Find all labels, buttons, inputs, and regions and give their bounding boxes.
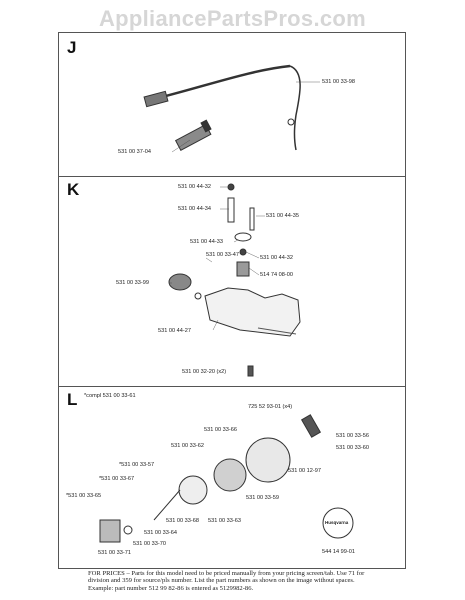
throttle-cable-left: [149, 64, 291, 102]
cap-seal: [194, 292, 202, 300]
grommet: [234, 232, 252, 242]
husqvarna-badge-ring: [322, 507, 354, 539]
part-number-label: 531 00 33-56: [336, 433, 369, 439]
starter-housing: [245, 437, 291, 483]
part-number-label: 531 00 33-99: [116, 280, 149, 286]
starter-spring: [213, 458, 247, 492]
part-number-label: 531 00 33-68: [166, 518, 199, 524]
cable-clip: [287, 118, 295, 126]
part-number-label: *531 00 33-65: [66, 493, 102, 499]
section-letter-l: L: [67, 390, 78, 409]
throttle-cable-right: [289, 65, 301, 151]
part-number-label: 531 00 33-71: [98, 550, 131, 556]
part-number-label: 531 00 33-63: [208, 518, 241, 524]
part-number-label: 544 14 99-01: [322, 549, 355, 555]
footer-line-3: Example: part number 512 99 82-86 is ent…: [88, 584, 254, 592]
part-number-label: 531 00 37-04: [118, 149, 151, 155]
footer-line-1: FOR PRICES – Parts for this model need t…: [88, 570, 365, 577]
part-number-label: 531 00 12-97: [288, 468, 321, 474]
husqvarna-badge-text: Husqvarna: [325, 520, 349, 525]
bracket: [99, 519, 121, 543]
part-number-label: 531 00 44-35: [266, 213, 299, 219]
pulley: [178, 475, 208, 505]
pricing-footer: FOR PRICES – Parts for this model need t…: [88, 570, 408, 592]
part-number-label: 531 00 33-59: [246, 495, 279, 501]
breather-pin: [249, 207, 255, 231]
starter-handle: [300, 414, 322, 438]
part-number-label: 531 00 44-33: [190, 239, 223, 245]
section-letter-k: K: [67, 180, 80, 199]
diagram-frame: [58, 32, 406, 569]
part-number-label: 531 00 32-20 (x2): [182, 369, 227, 375]
fuel-filter: [236, 261, 250, 277]
trigger-tab: [200, 119, 212, 133]
part-number-label: 531 00 33-70: [133, 541, 166, 547]
section-letter-j: J: [67, 38, 77, 57]
washer: [123, 525, 133, 535]
part-number-label: 531 00 44-34: [178, 206, 211, 212]
part-number-label: 514 74 08-00: [260, 272, 293, 278]
part-number-label: *531 00 33-57: [119, 462, 155, 468]
part-number-label: *531 00 33-67: [99, 476, 135, 482]
part-number-label: 531 00 33-60: [336, 445, 369, 451]
tank-screw: [247, 365, 254, 377]
fuel-tank-body: [204, 287, 301, 337]
part-number-label: 531 00 33-64: [144, 530, 177, 536]
part-number-label: 531 00 44-32: [178, 184, 211, 190]
o-ring-2: [239, 248, 247, 256]
cable-fitting: [143, 90, 169, 108]
complete-assembly-label: *compl 531 00 33-61: [84, 393, 136, 399]
part-number-label: 531 00 33-66: [204, 427, 237, 433]
vent-rod: [227, 197, 235, 223]
part-number-label: 531 00 44-32: [260, 255, 293, 261]
part-number-label: 531 00 33-47: [206, 252, 239, 258]
fuel-cap: [168, 273, 192, 291]
part-number-label: 531 00 33-62: [171, 443, 204, 449]
leader-shaft: [153, 489, 181, 521]
leader-lines: [169, 81, 320, 331]
section-divider-kl: [58, 386, 406, 387]
part-number-label: 531 00 33-98: [322, 79, 355, 85]
footer-line-2: division and 359 for source/pls number. …: [88, 577, 355, 585]
part-number-label: 725 52 93-01 (x4): [248, 404, 293, 410]
tank-rib: [257, 327, 297, 335]
watermark: AppliancePartsPros.com: [98, 6, 367, 31]
section-divider-jk: [58, 176, 406, 177]
part-number-label: 531 00 44-27: [158, 328, 191, 334]
